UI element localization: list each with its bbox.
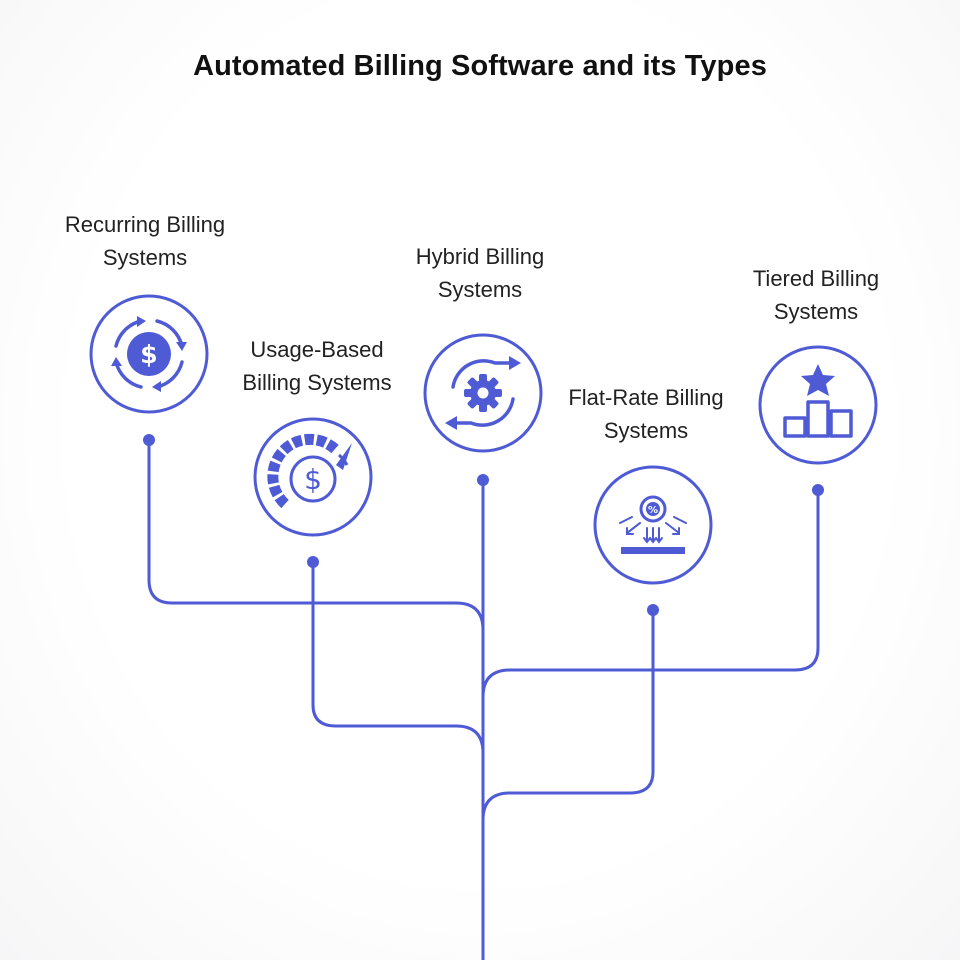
label-line: Systems	[773, 299, 859, 324]
label-line: Billing Systems	[242, 370, 392, 395]
label-line: Systems	[437, 277, 523, 302]
page-title: Automated Billing Software and its Types	[193, 50, 767, 82]
label-flat-rate-billing: Flat-Rate Billing Systems	[526, 381, 766, 447]
label-line: Systems	[102, 245, 188, 270]
label-line: Flat-Rate Billing	[568, 385, 724, 410]
connector-dot	[812, 484, 824, 496]
svg-text:%: %	[648, 505, 658, 516]
label-line: Hybrid Billing	[415, 244, 545, 269]
flat-rate-icon: %	[619, 495, 687, 554]
label-tiered-billing: Tiered Billing Systems	[696, 262, 936, 328]
connector-usage-based	[311, 560, 485, 755]
label-line: Usage-Based	[250, 337, 384, 362]
label-usage-based-billing: Usage-Based Billing Systems	[197, 333, 437, 399]
label-hybrid-billing: Hybrid Billing Systems	[360, 240, 600, 306]
recurring-dollar-icon: $	[111, 316, 187, 392]
connector-recurring	[147, 438, 485, 632]
node-circle-flat-rate	[593, 465, 713, 585]
connector-flat-rate	[481, 608, 655, 822]
svg-text:$: $	[140, 340, 157, 369]
svg-text:$: $	[304, 463, 322, 496]
connector-dot	[143, 434, 155, 446]
label-line: Tiered Billing	[752, 266, 880, 291]
connector-dot	[477, 474, 489, 486]
connector-dot	[307, 556, 319, 568]
star-podium-icon	[783, 364, 853, 438]
gear-cycle-icon	[445, 356, 521, 430]
label-line: Recurring Billing	[64, 212, 226, 237]
connector-tiered	[481, 488, 820, 699]
label-line: Systems	[603, 418, 689, 443]
label-recurring-billing: Recurring Billing Systems	[25, 208, 265, 274]
node-circle-tiered	[758, 345, 878, 465]
connector-dot	[647, 604, 659, 616]
dollar-gauge-icon: $	[267, 433, 352, 509]
